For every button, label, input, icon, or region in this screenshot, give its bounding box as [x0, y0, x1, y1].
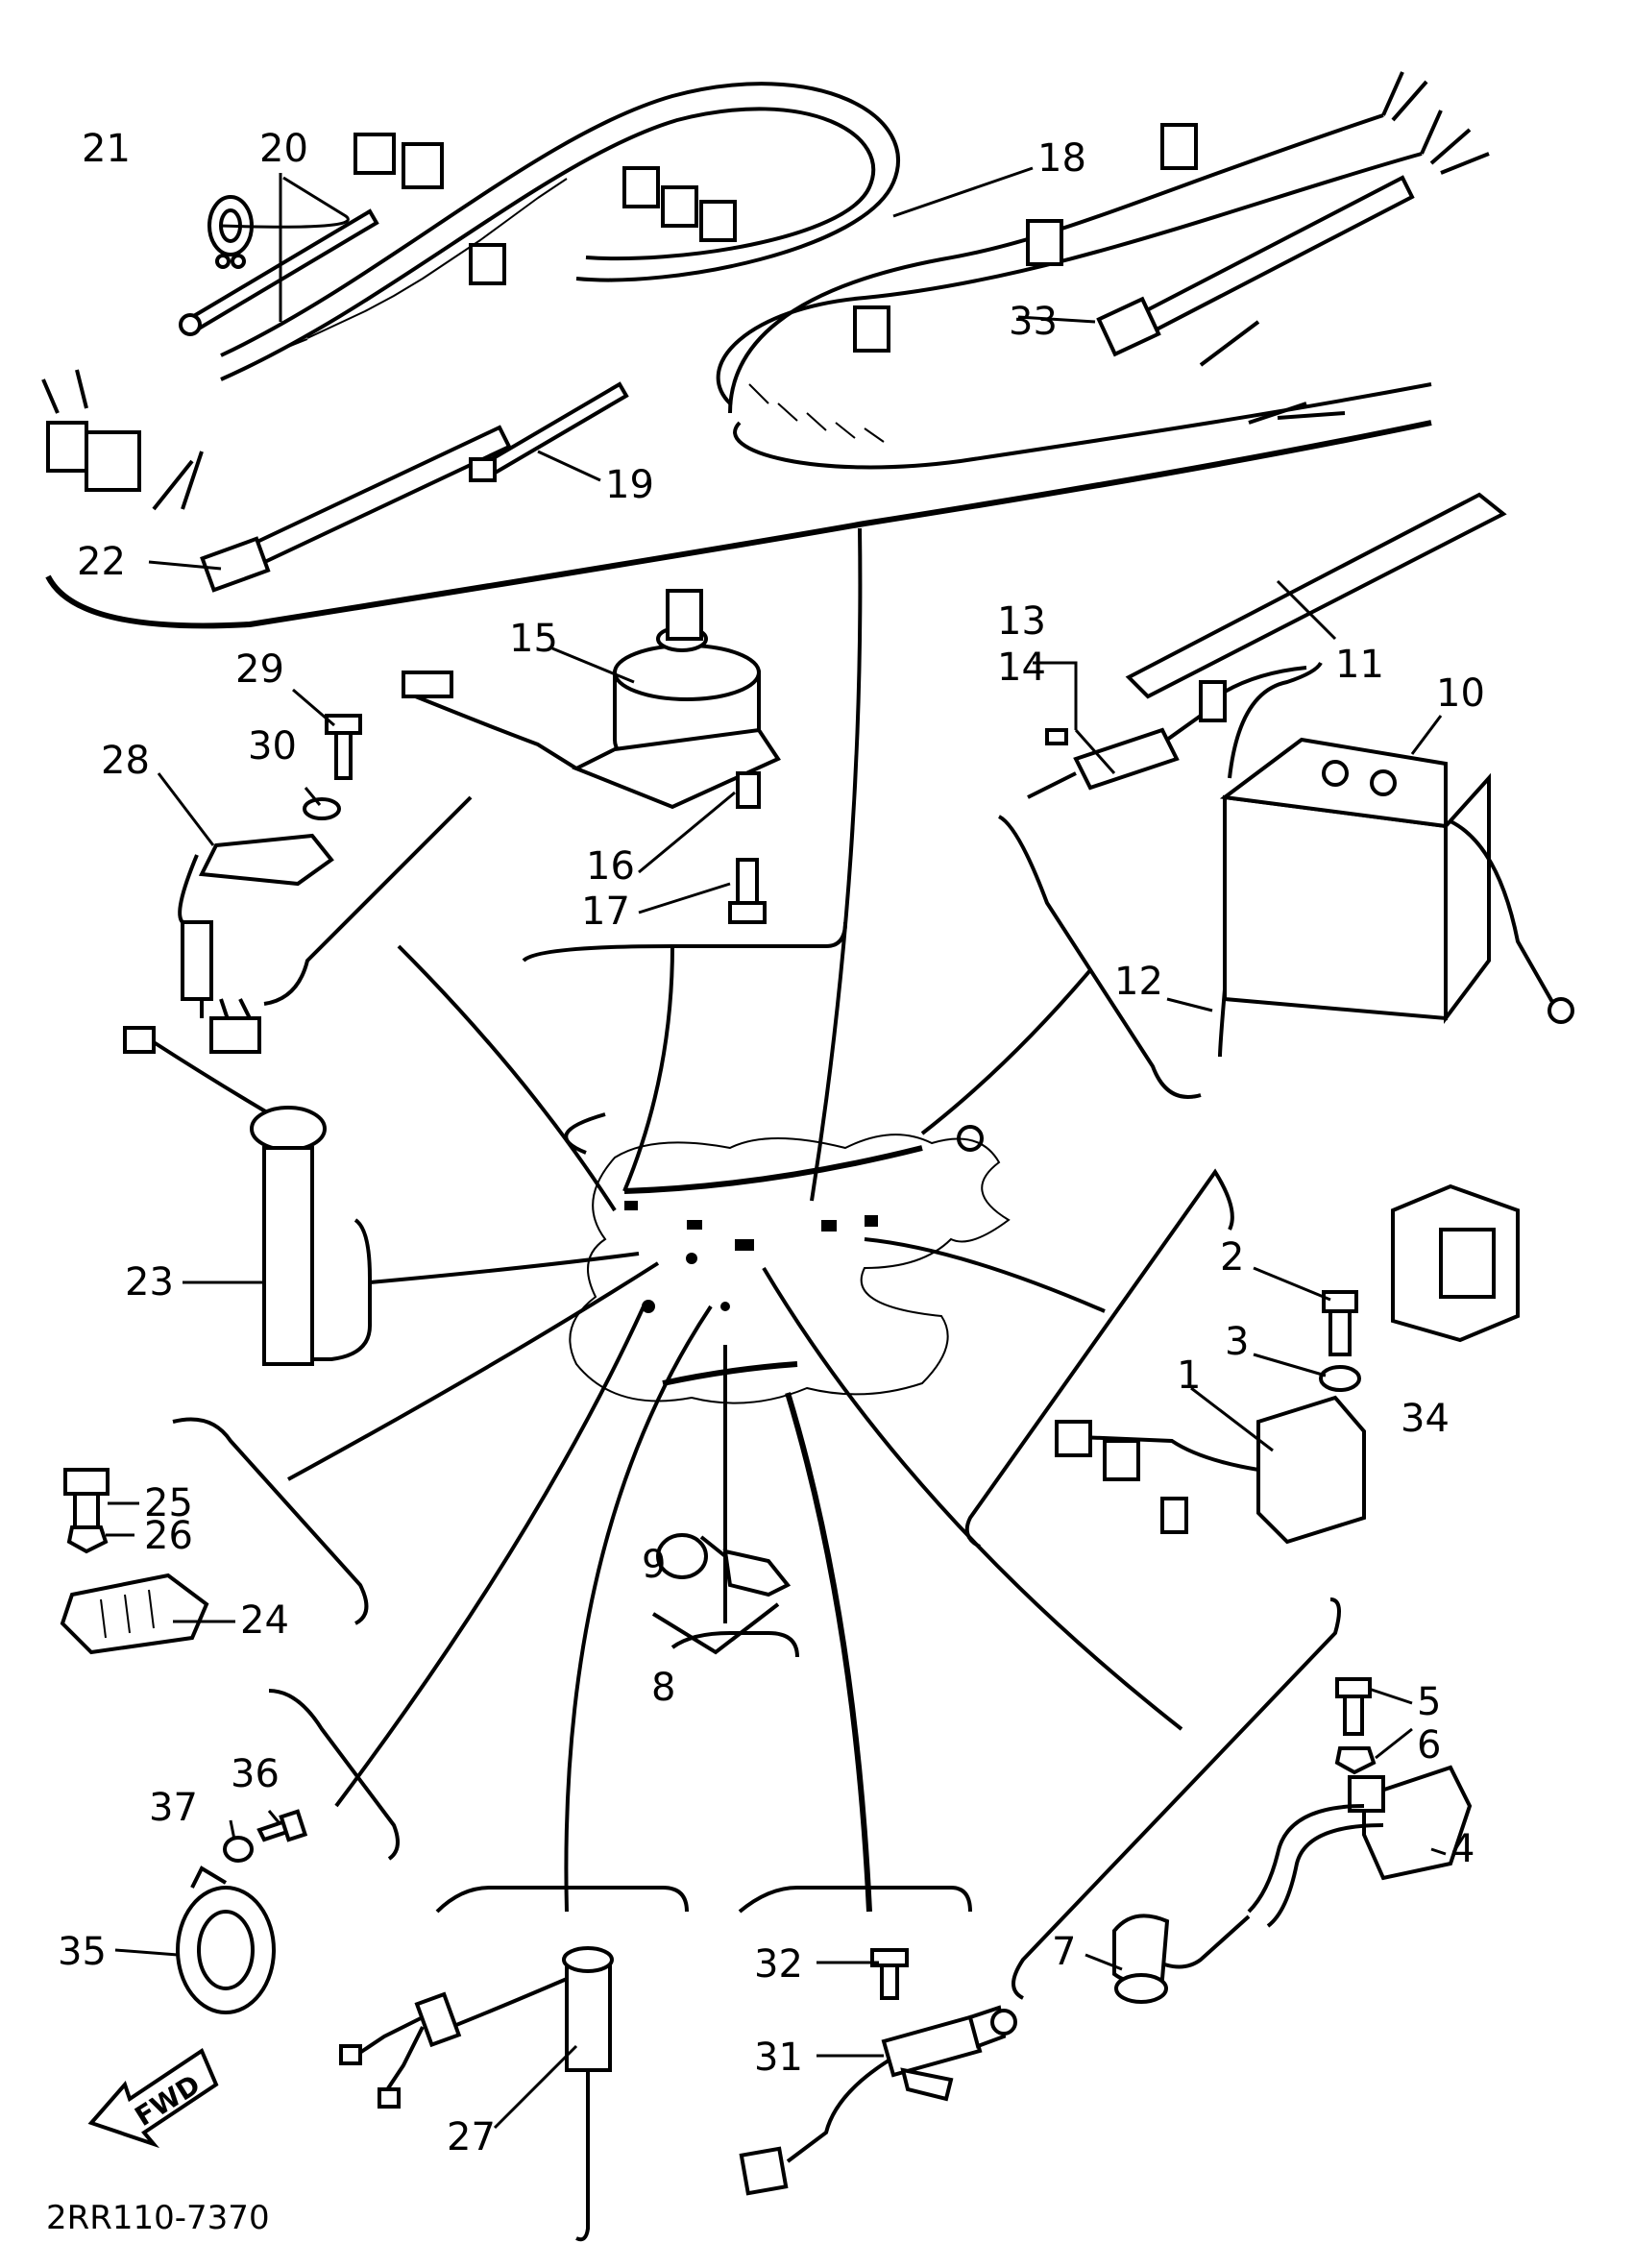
diagram-code: 2RR110-7370 — [46, 2199, 270, 2237]
kit-bracket — [651, 1602, 780, 1655]
washer — [223, 1836, 254, 1863]
battery — [1219, 661, 1574, 1024]
mount-point — [865, 1215, 878, 1227]
callout-35: 35 — [58, 1930, 107, 1974]
callout-19: 19 — [605, 463, 654, 507]
neutral-switch — [699, 1535, 792, 1597]
relay — [1391, 1183, 1520, 1343]
callout-15: 15 — [509, 617, 558, 661]
callout-7: 7 — [1052, 1930, 1076, 1974]
callout-22: 22 — [77, 540, 126, 584]
connector-block — [853, 305, 890, 353]
callout-18: 18 — [1037, 136, 1086, 181]
grommet — [207, 195, 254, 269]
callout-14: 14 — [997, 646, 1046, 690]
washer — [1319, 1365, 1361, 1392]
callout-leaders — [106, 166, 1447, 2130]
connector-block — [85, 430, 141, 492]
spark-plug-cap — [1112, 1914, 1251, 2004]
collar — [736, 771, 761, 809]
frame-outline — [569, 1125, 1011, 1404]
main-switch — [402, 589, 781, 810]
callout-4: 4 — [1450, 1827, 1475, 1871]
brake-switch — [739, 2005, 1017, 2196]
mount-point — [624, 1201, 638, 1210]
wire-clamp — [469, 381, 629, 482]
connector-block — [661, 185, 698, 228]
wire-harness-panel — [41, 71, 1490, 629]
connector-block — [469, 243, 506, 285]
callout-31: 31 — [754, 2036, 803, 2080]
mount-point — [821, 1220, 837, 1232]
gasket — [656, 1533, 708, 1579]
callout-26: 26 — [144, 1514, 193, 1558]
cable-tie — [1096, 175, 1415, 357]
callout-11: 11 — [1335, 643, 1384, 687]
callout-12: 12 — [1114, 960, 1163, 1004]
bolt — [256, 1809, 308, 1842]
callout-34: 34 — [1401, 1397, 1450, 1441]
wire-clamp — [179, 208, 379, 336]
screw — [325, 714, 362, 780]
connector-block — [699, 200, 737, 242]
callout-21: 21 — [82, 127, 131, 171]
cdi-unit — [178, 833, 334, 1054]
callout-25: 25 — [144, 1481, 193, 1525]
connector-block — [1160, 123, 1198, 170]
callout-3: 3 — [1225, 1320, 1249, 1364]
callout-1: 1 — [1177, 1353, 1201, 1398]
connector-block — [46, 421, 88, 473]
callout-27: 27 — [447, 2115, 496, 2159]
cable-band — [200, 425, 512, 593]
fuse-holder — [1027, 666, 1307, 799]
screw — [870, 1948, 909, 2000]
callout-20: 20 — [259, 127, 308, 171]
connector-block — [353, 133, 396, 175]
callout-9: 9 — [642, 1543, 666, 1587]
connector-block — [622, 166, 660, 208]
bolt — [728, 858, 767, 924]
battery-band — [1125, 492, 1507, 699]
level-sensor — [123, 1026, 327, 1366]
callout-2: 2 — [1220, 1235, 1244, 1280]
callout-28: 28 — [101, 739, 150, 783]
mount-point — [687, 1220, 702, 1230]
callout-8: 8 — [651, 1666, 675, 1710]
voltage-regulator — [60, 1573, 209, 1655]
bolt — [1335, 1677, 1372, 1736]
connector-block — [1026, 219, 1063, 266]
forward-arrow: FWD — [87, 2048, 219, 2149]
callout-33: 33 — [1009, 300, 1058, 344]
mount-point — [735, 1239, 754, 1251]
callout-17: 17 — [581, 890, 630, 934]
group-brackets — [172, 795, 1341, 2000]
horn — [176, 1866, 276, 2014]
fuse — [1045, 728, 1068, 745]
connector-block — [402, 142, 444, 189]
callout-13: 13 — [997, 599, 1046, 644]
callout-36: 36 — [231, 1752, 280, 1796]
callout-10: 10 — [1436, 671, 1485, 716]
vent-hose — [1218, 988, 1227, 1058]
callout-32: 32 — [754, 1942, 803, 1987]
bolt — [1322, 1290, 1358, 1356]
callout-numbers: 18 33 21 20 19 22 15 11 10 13 14 12 29 3… — [58, 127, 1485, 2159]
callout-5: 5 — [1417, 1680, 1441, 1724]
callout-6: 6 — [1417, 1723, 1441, 1768]
leader-arrows — [287, 527, 1183, 1913]
sidestand-switch — [339, 1946, 614, 2242]
washer — [303, 797, 341, 820]
rectifier-regulator — [1055, 1395, 1366, 1545]
callout-29: 29 — [235, 647, 284, 692]
callout-24: 24 — [240, 1598, 289, 1643]
callout-16: 16 — [586, 844, 635, 889]
callout-23: 23 — [125, 1260, 174, 1305]
ignition-coil — [1247, 1765, 1473, 1928]
wire-harness — [41, 71, 1490, 511]
callout-30: 30 — [248, 724, 297, 768]
nut — [66, 1525, 109, 1554]
callout-37: 37 — [149, 1786, 198, 1830]
nut — [1334, 1746, 1377, 1775]
